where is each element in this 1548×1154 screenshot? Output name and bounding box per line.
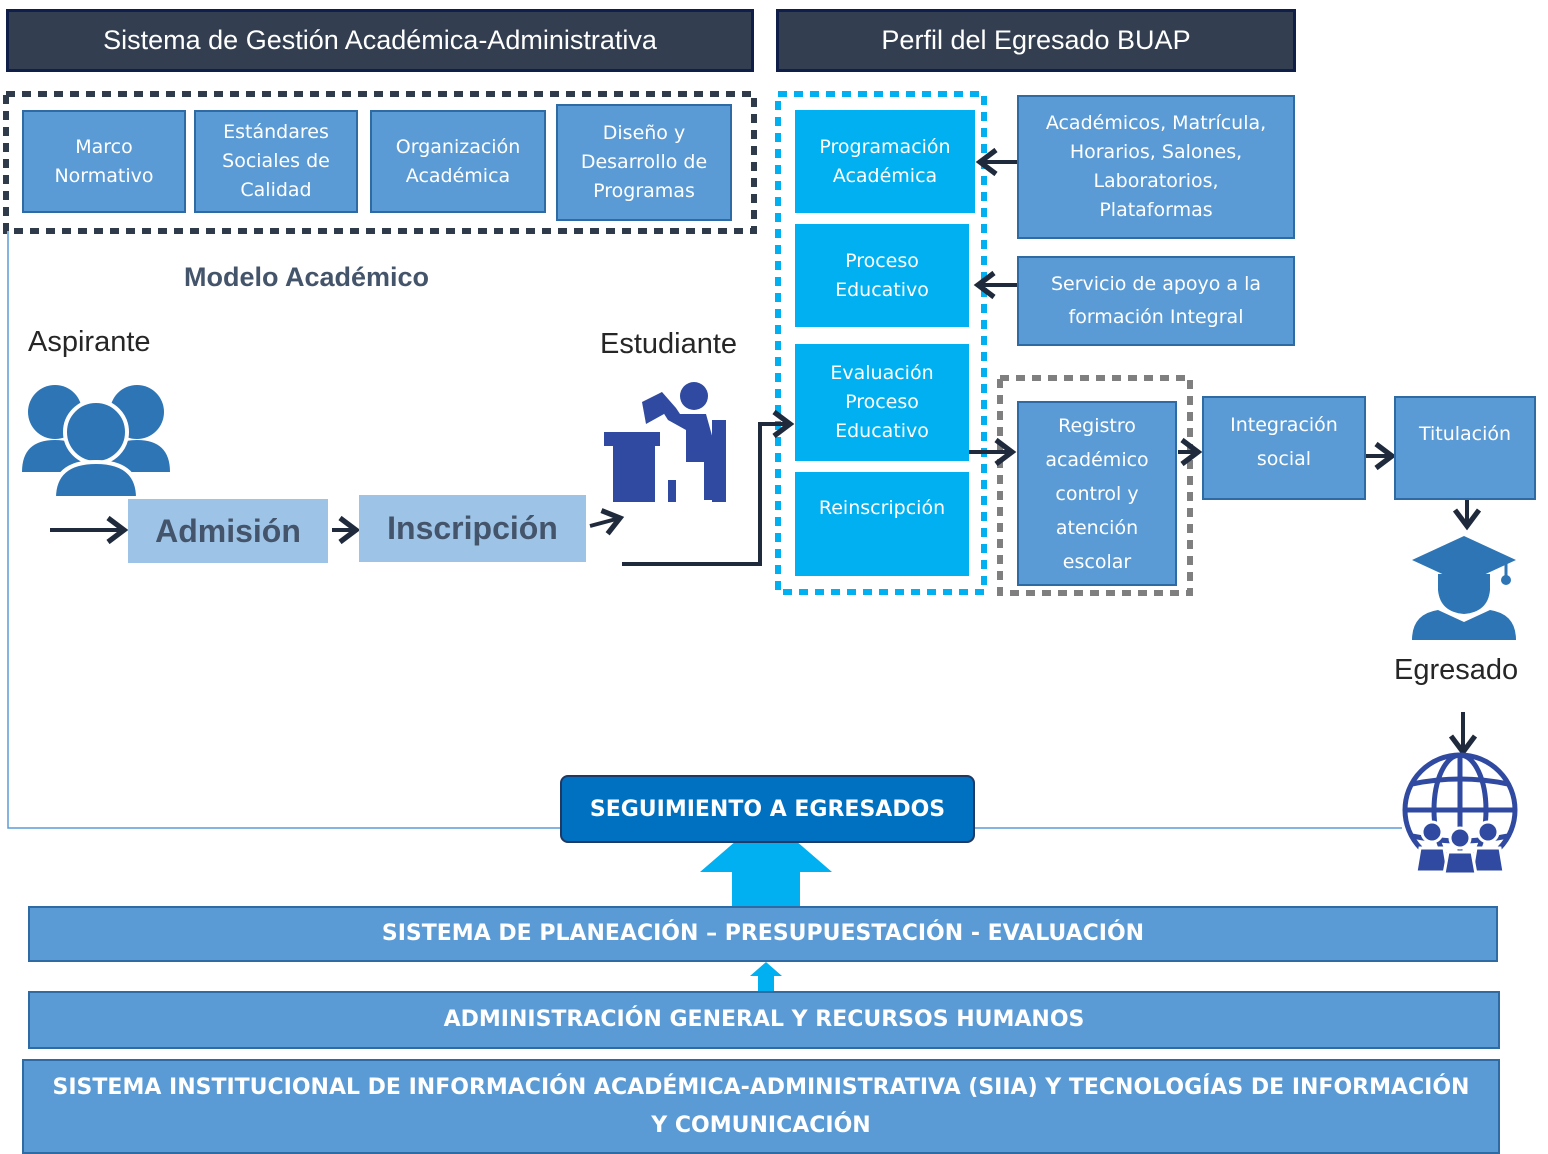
box-proceso-educativo: Proceso Educativo [795, 224, 969, 327]
box-integracion: Integración social [1202, 396, 1366, 500]
box-admision: Admisión [128, 499, 328, 563]
box-recursos: Académicos, Matrícula, Horarios, Salones… [1017, 95, 1295, 239]
arrow-to-estudiante [589, 508, 625, 536]
administracion-text: ADMINISTRACIÓN GENERAL Y RECURSOS HUMANO… [443, 1007, 1085, 1032]
box-estandares: Estándares Sociales de Calidad [194, 110, 358, 213]
header-perfil: Perfil del Egresado BUAP [776, 9, 1296, 72]
bar-planeacion: SISTEMA DE PLANEACIÓN – PRESUPUESTACIÓN … [28, 906, 1498, 962]
box-registro: Registro académico control y atención es… [1017, 401, 1177, 586]
up-arrow-small [750, 962, 782, 992]
aspirante-label: Aspirante [28, 326, 151, 358]
box-titulacion: Titulación [1394, 396, 1536, 500]
box-organizacion: Organización Académica [370, 110, 546, 213]
bar-siia: SISTEMA INSTITUCIONAL DE INFORMACIÓN ACA… [22, 1059, 1500, 1154]
header-perfil-text: Perfil del Egresado BUAP [881, 25, 1191, 55]
box-marco-normativo: Marco Normativo [22, 110, 186, 213]
header-gestion: Sistema de Gestión Académica-Administrat… [6, 9, 754, 72]
seguimiento-egresados-box: SEGUIMIENTO A EGRESADOS [560, 775, 975, 843]
feedback-line [7, 230, 560, 829]
registro-frame [997, 375, 1193, 596]
box-evaluacion: Evaluación Proceso Educativo [795, 344, 969, 461]
box-servicio: Servicio de apoyo a la formación Integra… [1017, 256, 1295, 346]
header-gestion-text: Sistema de Gestión Académica-Administrat… [103, 25, 657, 55]
box-programacion: Programación Académica [795, 110, 975, 213]
arrow-to-proceso [622, 409, 795, 566]
up-arrow-large [700, 815, 832, 906]
egresado-label: Egresado [1394, 654, 1519, 686]
modelo-label: Modelo Académico [184, 262, 430, 292]
seguimiento-text: SEGUIMIENTO A EGRESADOS [589, 796, 946, 822]
siia-text: SISTEMA INSTITUCIONAL DE INFORMACIÓN ACA… [52, 1074, 1470, 1138]
planeacion-text: SISTEMA DE PLANEACIÓN – PRESUPUESTACIÓN … [381, 921, 1145, 946]
estudiante-label: Estudiante [600, 328, 738, 360]
box-inscripcion: Inscripción [359, 495, 586, 562]
modelo-frame [3, 91, 757, 234]
proceso-frame [775, 91, 987, 595]
box-reinscripcion: Reinscripción [795, 472, 969, 576]
box-diseno: Diseño y Desarrollo de Programas [556, 104, 732, 221]
bar-administracion: ADMINISTRACIÓN GENERAL Y RECURSOS HUMANO… [28, 991, 1500, 1049]
